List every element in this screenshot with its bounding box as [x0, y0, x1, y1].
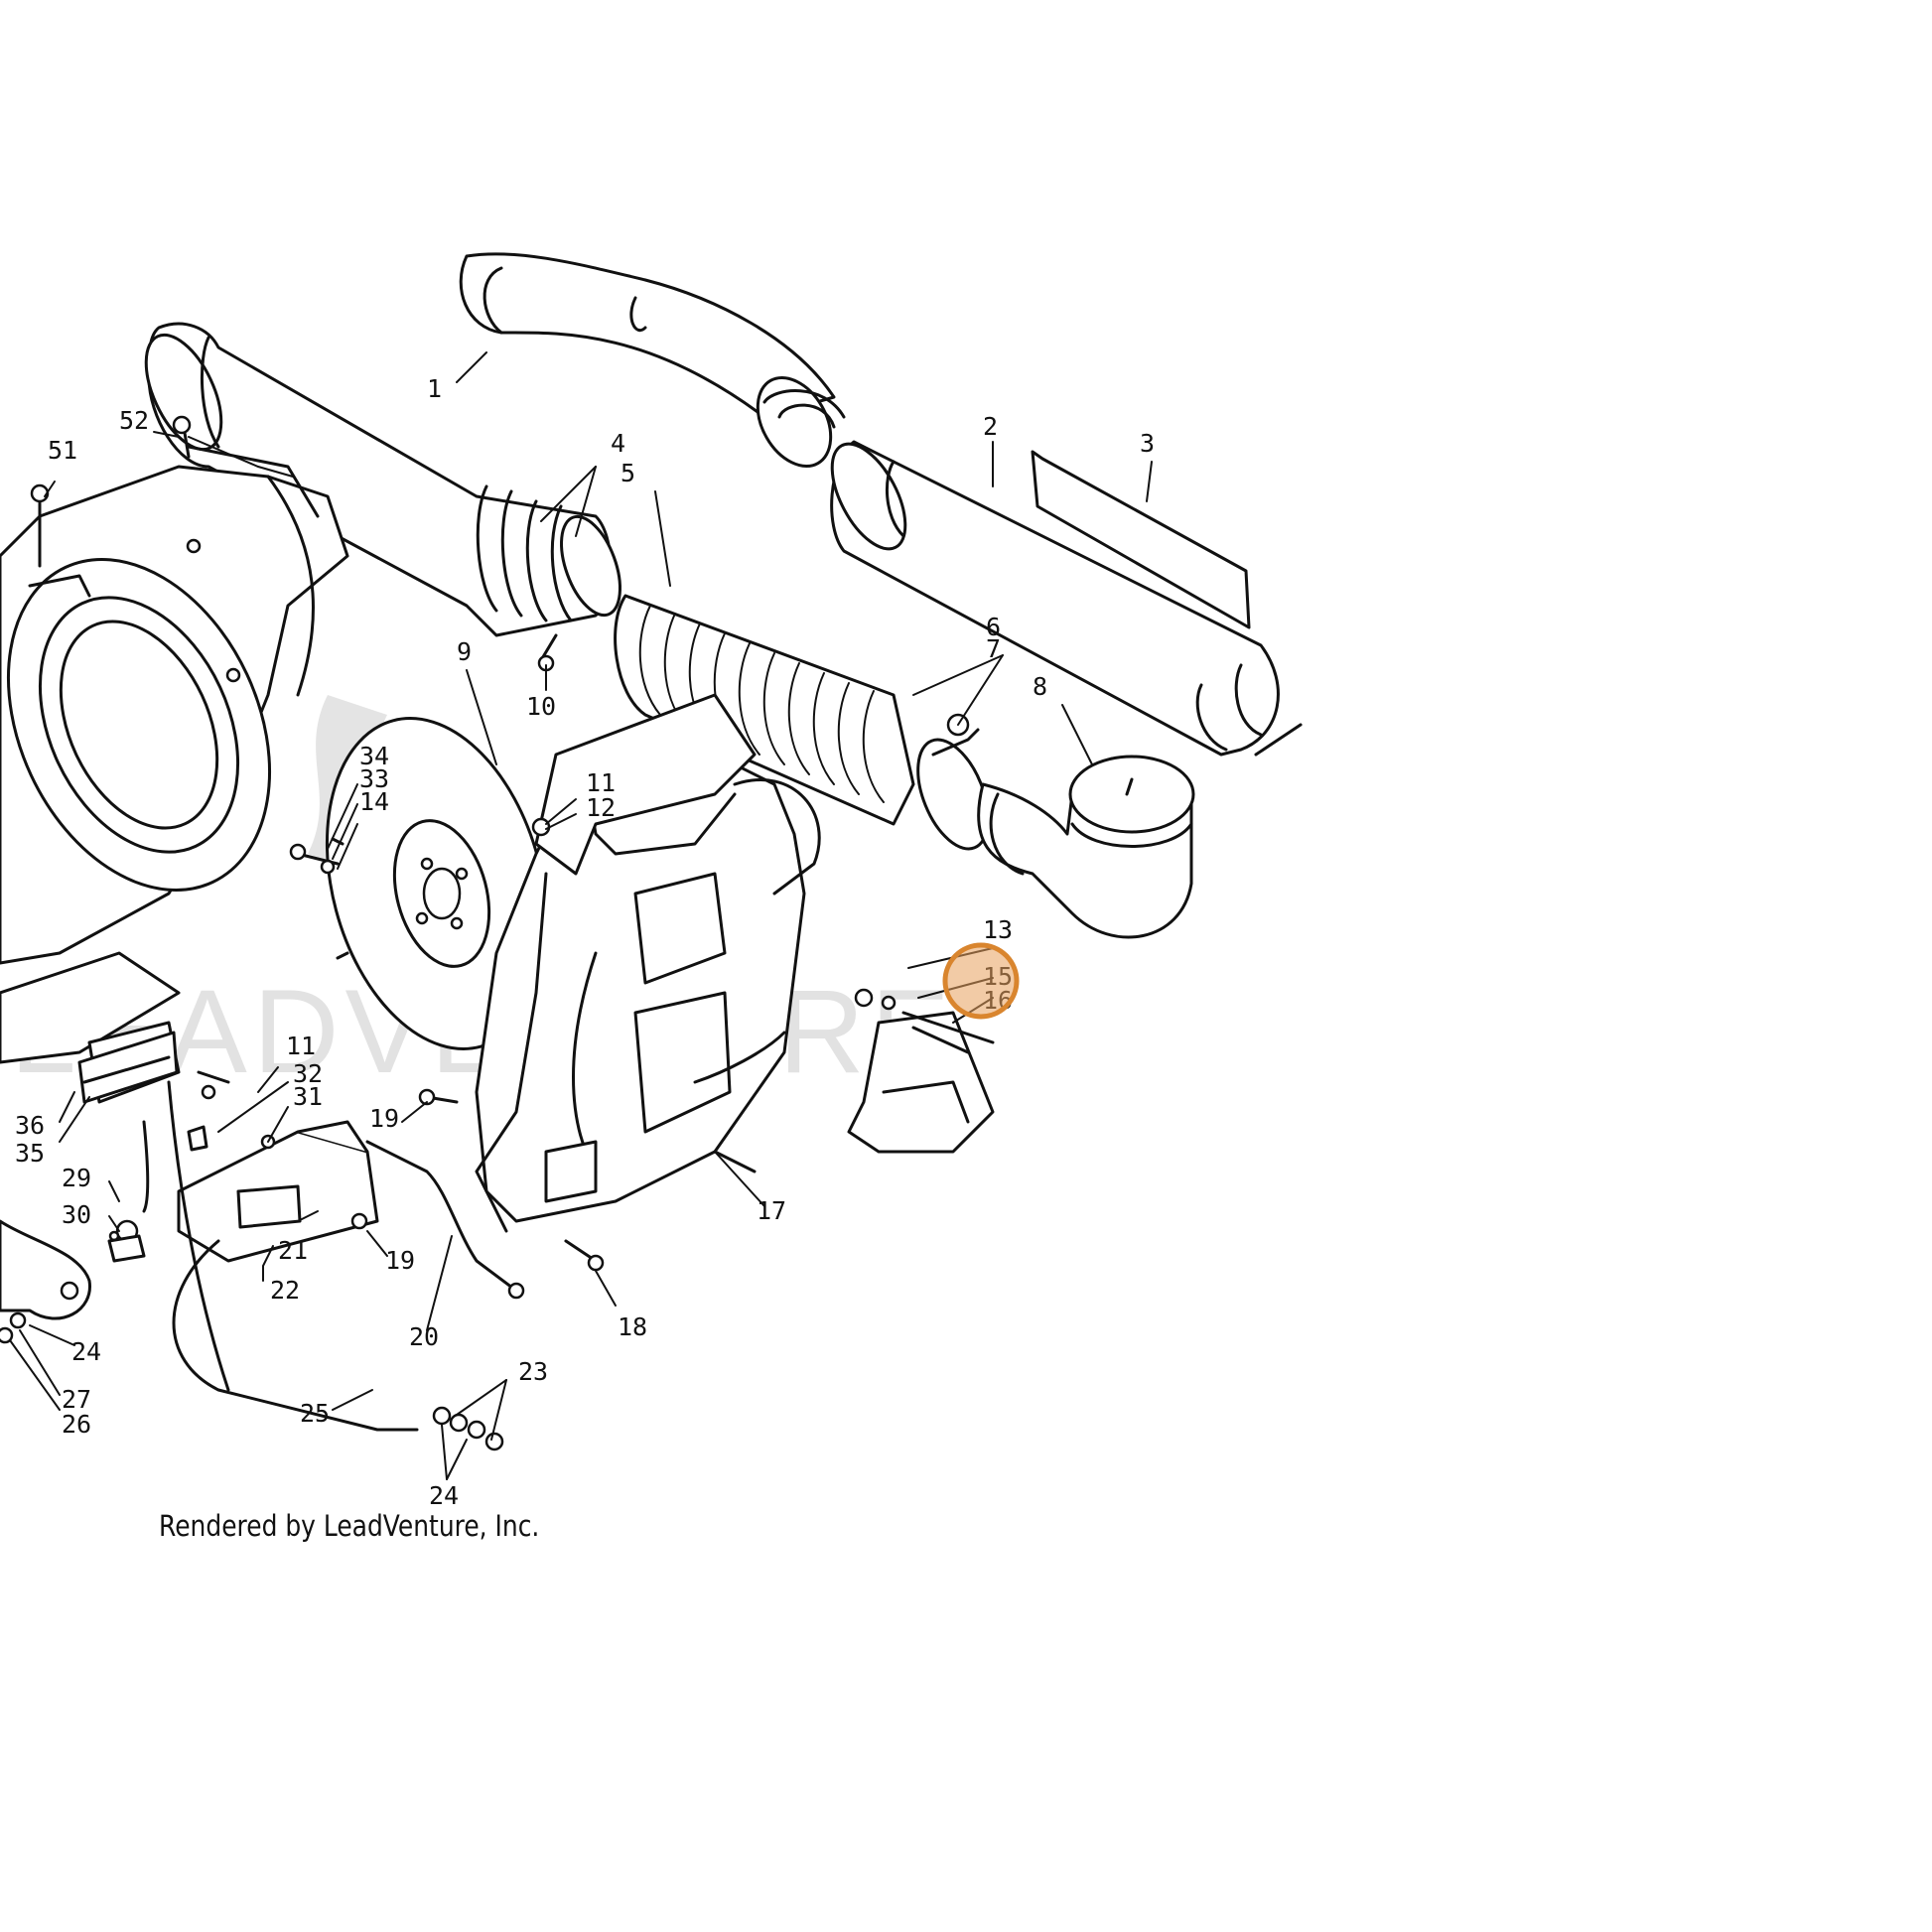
callout-51[interactable]: 51 — [48, 436, 77, 465]
callout-1[interactable]: 1 — [427, 374, 442, 403]
part-3-decal[interactable] — [1031, 450, 1251, 629]
callout-19-upper[interactable]: 19 — [369, 1104, 399, 1133]
callout-5[interactable]: 5 — [621, 459, 635, 487]
callout-26[interactable]: 26 — [62, 1410, 91, 1439]
control-linkage[interactable] — [0, 1080, 525, 1432]
callout-24-left[interactable]: 24 — [71, 1337, 101, 1366]
part-6-corrugated-hose[interactable] — [614, 594, 1003, 859]
part-1-upper-tube[interactable] — [459, 252, 846, 480]
callout-36[interactable]: 36 — [15, 1111, 45, 1140]
callout-33[interactable]: 33 — [359, 764, 389, 793]
callout-29[interactable]: 29 — [62, 1164, 91, 1192]
callout-17[interactable]: 17 — [757, 1196, 786, 1225]
credit-text: Rendered by LeadVenture, Inc. — [159, 1509, 540, 1543]
callout-6[interactable]: 6 — [986, 613, 1001, 641]
callout-4[interactable]: 4 — [611, 429, 625, 458]
callout-34[interactable]: 34 — [359, 742, 389, 770]
part-8-elbow[interactable] — [977, 755, 1195, 939]
callout-9[interactable]: 9 — [457, 637, 472, 666]
part-4-left-tube[interactable] — [131, 322, 632, 637]
callout-19-lower[interactable]: 19 — [385, 1246, 415, 1275]
baffle-plate[interactable] — [475, 693, 757, 1233]
callout-10[interactable]: 10 — [526, 692, 556, 721]
callout-11-upper[interactable]: 11 — [586, 768, 616, 797]
callout-23[interactable]: 23 — [518, 1357, 548, 1386]
callout-8[interactable]: 8 — [1033, 672, 1047, 701]
callout-22[interactable]: 22 — [270, 1276, 300, 1305]
callout-numbers: 1 2 3 4 5 6 7 8 9 10 11 12 13 15 16 34 3… — [15, 374, 1155, 1510]
part-17-blower-housing[interactable] — [475, 753, 821, 1223]
part-9-impeller[interactable] — [293, 694, 582, 1074]
callout-11-lower[interactable]: 11 — [286, 1032, 316, 1060]
callout-2[interactable]: 2 — [983, 412, 998, 441]
callout-35[interactable]: 35 — [15, 1139, 45, 1168]
highlight-marker[interactable] — [942, 942, 1020, 1020]
part-2-right-tube[interactable] — [817, 433, 1303, 757]
callout-24-lower[interactable]: 24 — [429, 1481, 459, 1510]
callout-52[interactable]: 52 — [119, 406, 149, 435]
callout-31[interactable]: 31 — [293, 1082, 323, 1111]
callout-13[interactable]: 13 — [983, 915, 1013, 944]
callout-27[interactable]: 27 — [62, 1385, 91, 1414]
callout-32[interactable]: 32 — [293, 1059, 323, 1088]
callout-21[interactable]: 21 — [278, 1236, 308, 1265]
fan-housing-left[interactable] — [0, 445, 349, 1104]
callout-18[interactable]: 18 — [618, 1312, 647, 1341]
callout-25[interactable]: 25 — [300, 1399, 330, 1428]
callout-20[interactable]: 20 — [409, 1322, 439, 1351]
callout-7[interactable]: 7 — [986, 634, 1001, 663]
part-13-16-bracket[interactable] — [847, 988, 995, 1154]
callout-14[interactable]: 14 — [359, 787, 389, 816]
callout-12[interactable]: 12 — [586, 793, 616, 822]
callout-3[interactable]: 3 — [1140, 429, 1155, 458]
callout-30[interactable]: 30 — [62, 1200, 91, 1229]
hardware-fasteners — [0, 415, 605, 1451]
